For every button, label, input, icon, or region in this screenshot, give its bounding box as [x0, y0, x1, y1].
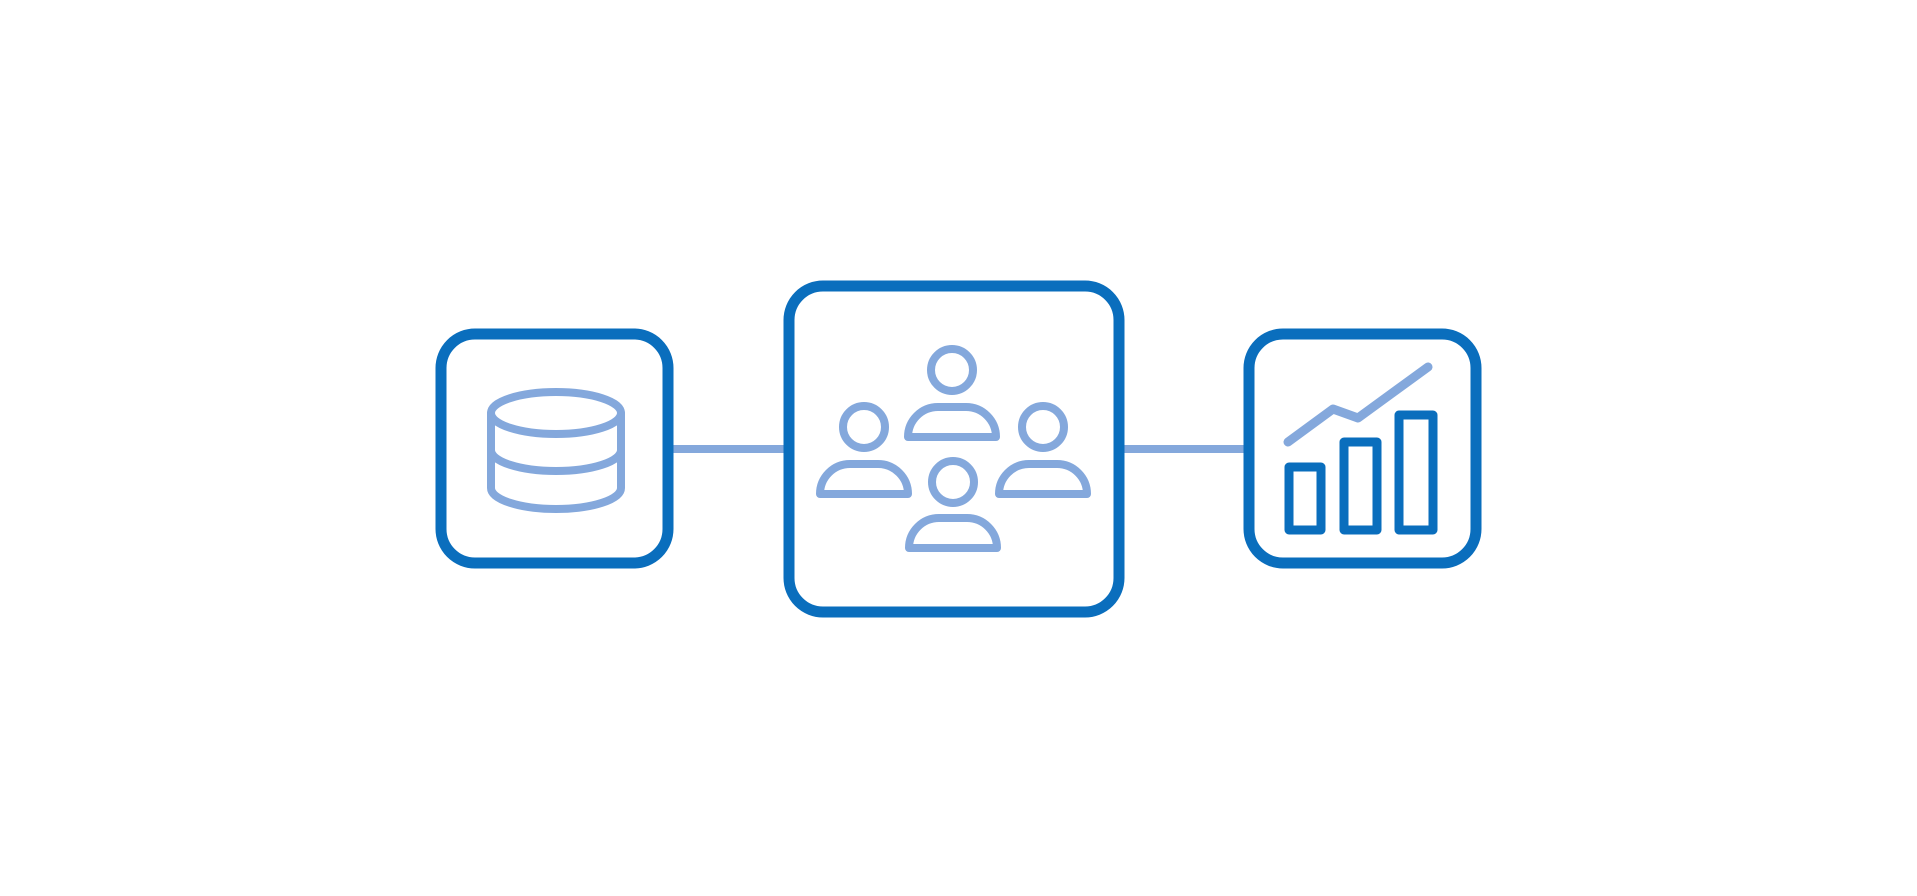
trend-line-icon	[1283, 362, 1433, 447]
analytics-frame	[1243, 328, 1482, 569]
node-team	[783, 280, 1125, 618]
bar-chart-growth-icon	[1283, 362, 1438, 535]
database-frame	[435, 328, 674, 569]
people-group-icon	[816, 345, 1091, 552]
database-icon	[487, 388, 625, 513]
team-frame	[783, 280, 1125, 618]
bar-large-icon	[1394, 410, 1438, 535]
node-database	[435, 328, 674, 569]
node-analytics	[1243, 328, 1482, 569]
bar-small-icon	[1284, 462, 1326, 535]
bar-medium-icon	[1339, 437, 1382, 535]
